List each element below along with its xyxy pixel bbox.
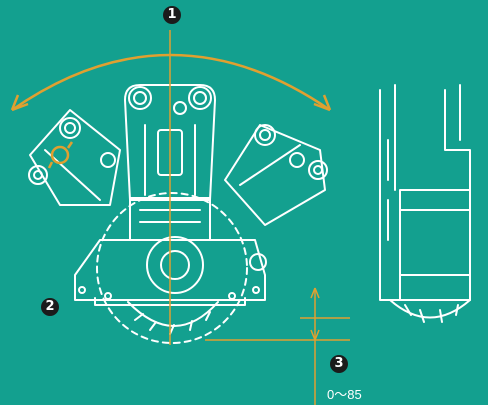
dimension-label: 0〜85 — [327, 387, 362, 402]
side-view — [379, 84, 471, 323]
left-arm — [28, 109, 121, 206]
right-arm — [224, 124, 328, 226]
cutter-drum — [127, 301, 219, 335]
dimension-lines — [205, 287, 350, 405]
cutting-circle — [96, 192, 248, 344]
rotation-mark — [50, 145, 70, 165]
callout-2-badge: 2 — [41, 298, 59, 316]
callout-3-badge: 3 — [330, 355, 348, 373]
callout-1-badge: 1 — [163, 6, 181, 24]
swing-arc — [10, 53, 332, 169]
